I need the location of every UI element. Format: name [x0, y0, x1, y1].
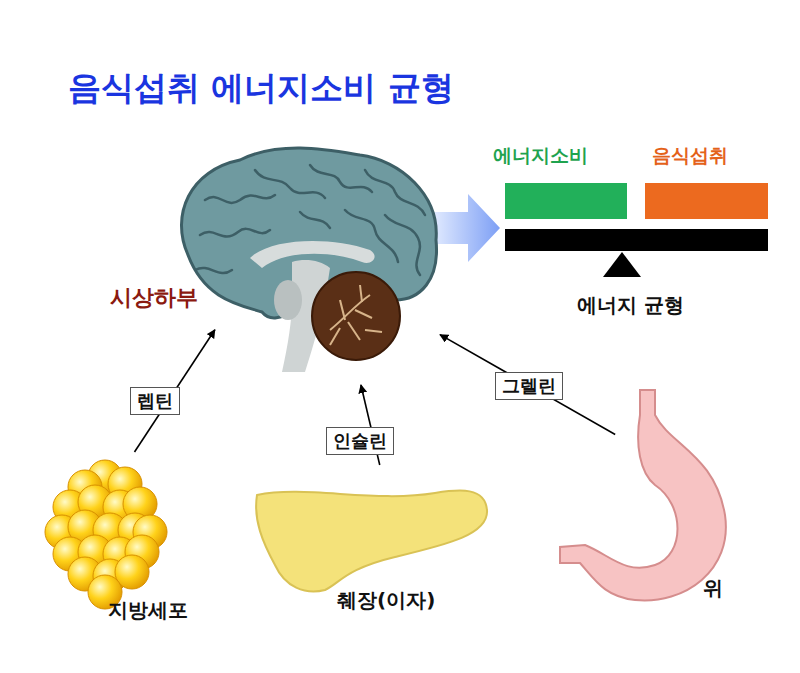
hormone-label: 렙틴	[130, 387, 180, 415]
node-label: 시상하부	[110, 283, 198, 313]
stomach-node: 위	[555, 385, 770, 610]
fulcrum	[603, 252, 641, 277]
hormone-label: 인슐린	[326, 427, 394, 455]
energy-bar	[505, 183, 627, 219]
beam	[505, 229, 768, 251]
node-label: 위	[703, 575, 723, 602]
food-bar	[645, 183, 768, 219]
flow-arrow	[430, 194, 500, 262]
fat-cell-node: 지방세포	[40, 452, 175, 627]
brain-node: 시상하부	[105, 145, 440, 385]
food-label: 음식섭취	[652, 143, 728, 169]
pancreas-node: 췌장(이자)	[245, 465, 490, 615]
title: 음식섭취 에너지소비 균형	[68, 66, 454, 111]
node-shape	[105, 145, 440, 385]
arrow	[440, 335, 615, 435]
node-shape	[555, 385, 770, 610]
node-label: 췌장(이자)	[337, 587, 435, 614]
node-label: 지방세포	[108, 597, 188, 624]
energy-label: 에너지소비	[493, 143, 588, 169]
balance-label: 에너지 균형	[577, 292, 684, 319]
hormone-label: 그렐린	[495, 372, 563, 400]
